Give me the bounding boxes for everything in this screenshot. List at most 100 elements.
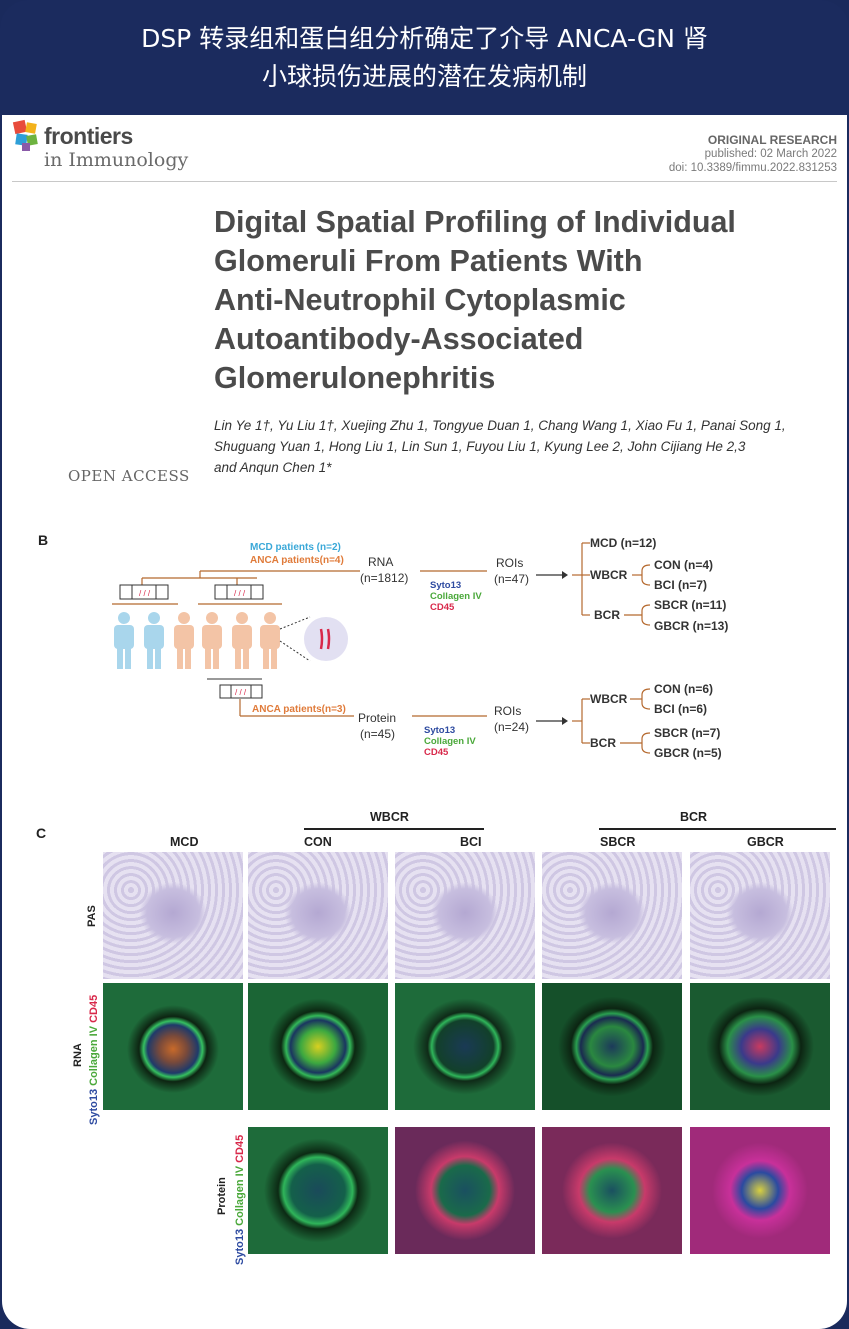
stain-syto13: Syto13: [234, 1228, 246, 1265]
anca-patient-icon: [232, 612, 252, 669]
rna-tree-gbcr: GBCR (n=13): [654, 619, 728, 633]
author-list: Lin Ye 1†, Yu Liu 1†, Xuejing Zhu 1, Ton…: [214, 415, 839, 478]
protein-tree-sbcr: SBCR (n=7): [654, 726, 720, 740]
pas-image-gbcr: [690, 852, 830, 979]
rna-rois-label: ROIs: [496, 556, 523, 570]
svg-text:/ / /: / / /: [235, 688, 247, 697]
banner-line-2: 小球损伤进展的潜在发病机制: [261, 61, 587, 91]
article-title: Digital Spatial Profiling of Individual …: [214, 203, 834, 398]
protein-image-sbcr: [542, 1127, 682, 1254]
pas-image-mcd: [103, 852, 243, 979]
column-con: CON: [304, 835, 332, 849]
rna-tree-bci: BCI (n=7): [654, 578, 707, 592]
column-gbcr: GBCR: [747, 835, 784, 849]
kidney-biopsy-icon: [304, 617, 348, 661]
protein-tree-gbcr: GBCR (n=5): [654, 746, 722, 760]
stain-syto13: Syto13: [88, 1088, 100, 1125]
stain-collagen: Collagen IV: [88, 1025, 100, 1086]
banner: DSP 转录组和蛋白组分析确定了介导 ANCA-GN 肾 小球损伤进展的潜在发病…: [0, 0, 849, 115]
rna-tree-wbcr: WBCR: [590, 568, 628, 582]
protein-tree-con: CON (n=6): [654, 682, 713, 696]
title-line: Glomerulonephritis: [214, 361, 496, 395]
protein-image-gbcr: [690, 1127, 830, 1254]
pas-image-sbcr: [542, 852, 682, 979]
doi: doi: 10.3389/fimmu.2022.831253: [668, 162, 837, 174]
column-mcd: MCD: [170, 835, 199, 849]
journal-subname: in Immunology: [44, 149, 189, 171]
patient-icons: [114, 612, 348, 669]
mcd-patient-icon: [114, 612, 134, 669]
rna-stain-syto13: Syto13: [430, 580, 461, 591]
rna-tree-mcd: MCD (n=12): [590, 536, 656, 550]
title-line: Digital Spatial Profiling of Individual: [214, 205, 736, 239]
stain-collagen: Collagen IV: [234, 1165, 246, 1226]
group-wbcr-rule: [304, 828, 484, 830]
protein-rois-count: (n=24): [494, 720, 529, 734]
rna-rois-count: (n=47): [494, 572, 529, 586]
protein-stain-collagen: Collagen IV: [424, 736, 476, 747]
open-access-label: OPEN ACCESS: [68, 467, 190, 485]
group-bcr-rule: [599, 828, 836, 830]
protein-tree-lines: [572, 688, 651, 754]
rna-image-sbcr: [542, 983, 682, 1110]
protein-image-con: [248, 1127, 388, 1254]
rna-count: (n=1812): [360, 571, 408, 585]
pas-image-con: [248, 852, 388, 979]
authors-line: and Anqun Chen 1*: [214, 460, 332, 475]
stain-cd45: CD45: [88, 994, 100, 1023]
title-line: Anti-Neutrophil Cytoplasmic: [214, 283, 626, 317]
rna-image-bci: [395, 983, 535, 1110]
frontiers-logo-icon: [12, 119, 38, 151]
protein-tree-bcr: BCR: [590, 736, 616, 750]
anca-patient-icon: [202, 612, 222, 669]
protein-count: (n=45): [360, 727, 395, 741]
title-line: Autoantibody-Associated: [214, 322, 584, 356]
article-type: ORIGINAL RESEARCH: [707, 133, 837, 147]
column-bci: BCI: [460, 835, 482, 849]
rna-stain-cd45: CD45: [430, 602, 455, 613]
stain-cd45: CD45: [234, 1134, 246, 1163]
protein-rois-label: ROIs: [494, 704, 521, 718]
rna-image-gbcr: [690, 983, 830, 1110]
rna-image-con: [248, 983, 388, 1110]
anca-patient-icon: [260, 612, 280, 669]
mcd-patient-icon: [144, 612, 164, 669]
header-divider: [12, 181, 837, 182]
svg-text:/ / /: / / /: [139, 589, 151, 598]
protein-tree-bci: BCI (n=6): [654, 702, 707, 716]
rna-tree-con: CON (n=4): [654, 558, 713, 572]
mcd-patients-label: MCD patients (n=2): [250, 542, 341, 553]
row-label-rna: RNA: [72, 1043, 84, 1067]
banner-line-1: DSP 转录组和蛋白组分析确定了介导 ANCA-GN 肾: [141, 23, 708, 53]
panel-b-diagram: MCD patients (n=2) ANCA patients(n=4) / …: [112, 536, 728, 760]
rna-image-mcd: [103, 983, 243, 1110]
group-bcr-label: BCR: [680, 810, 708, 824]
row-label-protein-stains: Syto13 Collagen IV CD45: [234, 1135, 246, 1265]
paper-page: frontiers in Immunology ORIGINAL RESEARC…: [2, 115, 847, 1329]
title-line: Glomeruli From Patients With: [214, 244, 643, 278]
protein-stain-cd45: CD45: [424, 747, 449, 758]
anca-patients-rna-label: ANCA patients(n=4): [250, 555, 344, 566]
group-wbcr-label: WBCR: [370, 810, 409, 824]
rna-tree-lines: [572, 542, 651, 626]
protein-tree-wbcr: WBCR: [590, 692, 628, 706]
svg-text:/ / /: / / /: [234, 589, 246, 598]
sample-box-protein: / / /: [207, 678, 354, 717]
anca-patients-protein-label: ANCA patients(n=3): [252, 704, 346, 715]
journal-header: frontiers in Immunology ORIGINAL RESEARC…: [2, 115, 847, 183]
published-date: published: 02 March 2022: [704, 148, 837, 160]
rna-connector: [112, 570, 360, 605]
row-label-rna-stains: Syto13 Collagen IV CD45: [88, 995, 100, 1125]
pas-image-bci: [395, 852, 535, 979]
row-label-pas: PAS: [86, 905, 98, 927]
article-meta: ORIGINAL RESEARCH published: 02 March 20…: [669, 133, 837, 175]
protein-label: Protein: [358, 711, 396, 725]
anca-patient-icon: [174, 612, 194, 669]
column-sbcr: SBCR: [600, 835, 636, 849]
panel-c-label: C: [36, 825, 47, 841]
row-label-protein: Protein: [216, 1177, 228, 1215]
protein-stain-syto13: Syto13: [424, 725, 455, 736]
authors-line: Shuguang Yuan 1, Hong Liu 1, Lin Sun 1, …: [214, 439, 746, 454]
rna-tree-sbcr: SBCR (n=11): [654, 598, 726, 612]
